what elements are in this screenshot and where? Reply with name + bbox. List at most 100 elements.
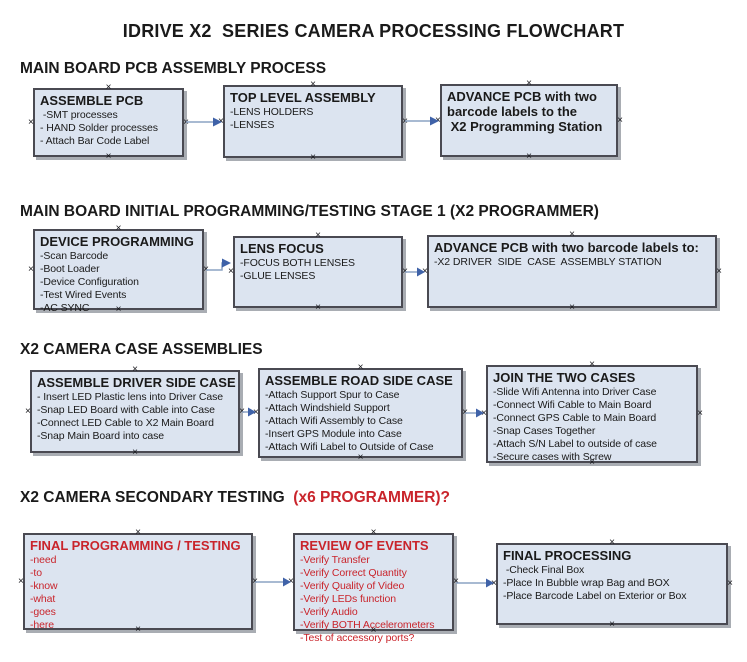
connection-handle-bottom[interactable]: × bbox=[526, 151, 532, 162]
connection-handle-bottom[interactable]: × bbox=[589, 457, 595, 468]
node-item: -GLUE LENSES bbox=[240, 270, 316, 282]
connection-handle-left[interactable]: × bbox=[18, 575, 24, 587]
node-item: -Connect GPS Cable to Main Board bbox=[493, 412, 657, 424]
section-heading-black-part: X2 CAMERA SECONDARY TESTING bbox=[20, 489, 294, 506]
node-items: -Attach Support Spur to Case-Attach Wind… bbox=[265, 389, 459, 454]
node-item: -Verify Transfer bbox=[300, 554, 370, 566]
node-title: ADVANCE PCB with two barcode labels to: bbox=[434, 240, 699, 255]
connection-handle-bottom[interactable]: × bbox=[357, 452, 364, 463]
connection-handle-left[interactable]: × bbox=[25, 405, 31, 417]
connection-handle-bottom[interactable]: × bbox=[315, 302, 321, 313]
connection-handle-bottom[interactable]: × bbox=[370, 625, 377, 636]
node-item: -Scan Barcode bbox=[40, 250, 109, 262]
connection-handle-right[interactable]: × bbox=[453, 576, 459, 587]
connector-device-programming-to-lens-focus[interactable] bbox=[206, 258, 231, 271]
connection-handle-top[interactable]: × bbox=[569, 229, 575, 240]
node-item: -SMT processes bbox=[40, 109, 118, 121]
node-items: -LENS HOLDERS-LENSES bbox=[230, 106, 399, 132]
connection-handle-right[interactable]: × bbox=[239, 405, 245, 417]
connection-handle-top[interactable]: × bbox=[357, 362, 364, 373]
connector-assemble-pcb-to-top-level[interactable] bbox=[186, 117, 222, 127]
node-device-programming[interactable]: DEVICE PROGRAMMING -Scan Barcode-Boot Lo… bbox=[28, 224, 209, 315]
connection-handle-top[interactable]: × bbox=[310, 79, 316, 90]
node-item: -Verify Quality of Video bbox=[300, 580, 405, 592]
node-final-programming-testing[interactable]: FINAL PROGRAMMING / TESTING -need-to-kno… bbox=[18, 528, 258, 635]
node-top-level-assembly[interactable]: TOP LEVEL ASSEMBLY -LENS HOLDERS-LENSES … bbox=[218, 80, 408, 163]
connection-handle-top[interactable]: × bbox=[115, 223, 122, 234]
node-review-of-events[interactable]: REVIEW OF EVENTS -Verify Transfer-Verify… bbox=[288, 528, 459, 645]
connection-handle-bottom[interactable]: × bbox=[569, 302, 575, 313]
node-item: -Attach Wifi Label to Outside of Case bbox=[265, 441, 434, 453]
connection-handle-right[interactable]: × bbox=[252, 575, 258, 587]
node-item: -need bbox=[30, 554, 57, 566]
node-final-processing[interactable]: FINAL PROCESSING -Check Final Box-Place … bbox=[491, 538, 733, 630]
node-item: -LENS HOLDERS bbox=[230, 106, 314, 118]
connection-handle-bottom[interactable]: × bbox=[115, 304, 122, 315]
connection-handle-left[interactable]: × bbox=[228, 266, 234, 277]
connection-handle-top[interactable]: × bbox=[609, 537, 615, 548]
connection-handle-bottom[interactable]: × bbox=[132, 447, 138, 458]
connection-handle-bottom[interactable]: × bbox=[135, 624, 141, 635]
node-item: -Snap LED Board with Cable into Case bbox=[37, 404, 215, 416]
connection-handle-right[interactable]: × bbox=[727, 578, 733, 589]
connector-lens-focus-to-advance-pcb[interactable] bbox=[405, 267, 425, 277]
connection-handle-bottom[interactable]: × bbox=[105, 151, 112, 162]
node-item: -Attach Wifi Assembly to Case bbox=[265, 415, 403, 427]
node-item: -Snap Cases Together bbox=[493, 425, 596, 437]
connection-handle-left[interactable]: × bbox=[435, 114, 441, 126]
node-title: TOP LEVEL ASSEMBLY bbox=[230, 90, 376, 105]
node-title: ASSEMBLE DRIVER SIDE CASE bbox=[37, 375, 236, 390]
connection-handle-top[interactable]: × bbox=[105, 82, 112, 93]
section-heading-initial-programming: MAIN BOARD INITIAL PROGRAMMING/TESTING S… bbox=[20, 203, 599, 220]
connection-handle-right[interactable]: × bbox=[697, 408, 703, 419]
connection-handle-right[interactable]: × bbox=[617, 114, 623, 126]
node-lens-focus[interactable]: LENS FOCUS -FOCUS BOTH LENSES-GLUE LENSE… bbox=[228, 231, 408, 313]
node-title: ASSEMBLE ROAD SIDE CASE bbox=[265, 373, 453, 388]
connection-handle-left[interactable]: × bbox=[491, 578, 497, 589]
node-items: -Scan Barcode-Boot Loader-Device Configu… bbox=[40, 250, 200, 315]
connection-handle-top[interactable]: × bbox=[132, 364, 138, 375]
node-items: - Insert LED Plastic lens into Driver Ca… bbox=[37, 391, 236, 443]
node-items: -need-to-know-what-goes-here bbox=[30, 554, 249, 632]
node-advance-pcb-to-programming-station[interactable]: ADVANCE PCB with two barcode labels to t… bbox=[435, 79, 623, 162]
section-heading-secondary-testing: X2 CAMERA SECONDARY TESTING (x6 PROGRAMM… bbox=[20, 489, 450, 507]
connection-handle-top[interactable]: × bbox=[526, 78, 532, 89]
connector-top-level-to-advance-pcb[interactable] bbox=[405, 116, 439, 126]
connection-handle-left[interactable]: × bbox=[288, 576, 294, 587]
connection-handle-bottom[interactable]: × bbox=[609, 619, 615, 630]
node-item: -Attach Windshield Support bbox=[265, 402, 390, 414]
node-item: -Attach Support Spur to Case bbox=[265, 389, 400, 401]
node-item: -Verify LEDs function bbox=[300, 593, 396, 605]
connection-handle-left[interactable]: × bbox=[481, 408, 487, 419]
node-item: -Boot Loader bbox=[40, 263, 100, 275]
connector-review-to-final-processing[interactable] bbox=[456, 578, 494, 588]
node-title: FINAL PROCESSING bbox=[503, 548, 632, 563]
node-item: -goes bbox=[30, 606, 56, 618]
node-assemble-driver-side-case[interactable]: ASSEMBLE DRIVER SIDE CASE - Insert LED P… bbox=[25, 365, 245, 458]
connection-handle-right[interactable]: × bbox=[203, 263, 209, 275]
node-join-the-two-cases[interactable]: JOIN THE TWO CASES -Slide Wifi Antenna i… bbox=[481, 360, 703, 468]
connection-handle-top[interactable]: × bbox=[135, 527, 141, 538]
connection-handle-bottom[interactable]: × bbox=[310, 152, 316, 163]
node-assemble-pcb[interactable]: ASSEMBLE PCB -SMT processes- HAND Solder… bbox=[28, 83, 189, 162]
connector-final-programming-to-review[interactable] bbox=[255, 577, 291, 587]
connection-handle-left[interactable]: × bbox=[28, 263, 34, 275]
connection-handle-right[interactable]: × bbox=[716, 265, 722, 277]
connector-driver-side-to-road-side[interactable] bbox=[242, 407, 256, 417]
connection-handle-top[interactable]: × bbox=[315, 230, 321, 241]
connection-handle-left[interactable]: × bbox=[28, 116, 34, 128]
connection-handle-top[interactable]: × bbox=[370, 527, 377, 538]
connection-handle-top[interactable]: × bbox=[589, 359, 595, 370]
connector-road-side-to-join-cases[interactable] bbox=[465, 408, 484, 418]
connection-handle-left[interactable]: × bbox=[218, 115, 224, 127]
node-assemble-road-side-case[interactable]: ASSEMBLE ROAD SIDE CASE -Attach Support … bbox=[253, 363, 468, 463]
node-item: -here bbox=[30, 619, 55, 631]
node-item: -know bbox=[30, 580, 58, 592]
node-advance-pcb-to-driver-side-station[interactable]: ADVANCE PCB with two barcode labels to: … bbox=[422, 230, 722, 313]
node-item: -X2 DRIVER SIDE CASE ASSEMBLY STATION bbox=[434, 256, 662, 268]
connection-handle-left[interactable]: × bbox=[253, 407, 259, 418]
connection-handle-left[interactable]: × bbox=[422, 265, 428, 277]
node-items: -Check Final Box-Place In Bubble wrap Ba… bbox=[503, 564, 724, 603]
